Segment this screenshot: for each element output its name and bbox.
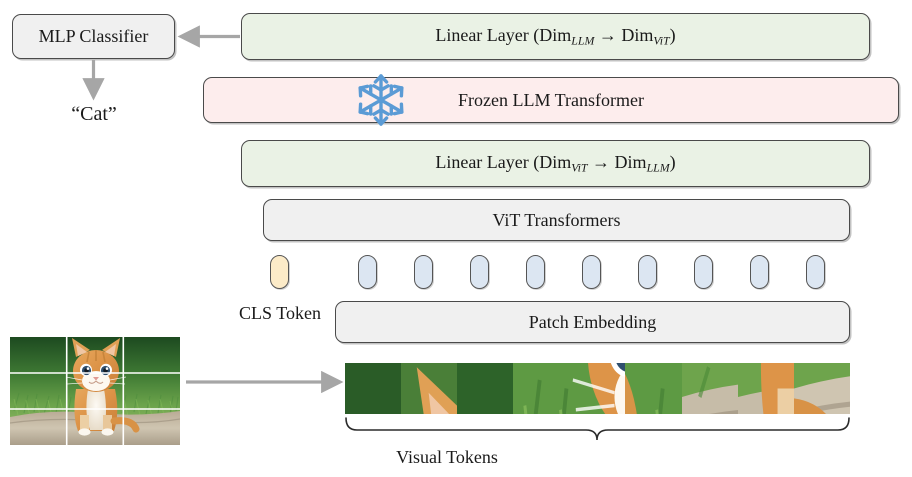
visual-token-6[interactable] — [638, 255, 657, 289]
snowflake-glyph — [358, 74, 404, 126]
visual-token-8[interactable] — [750, 255, 769, 289]
mlp-classifier-label: MLP Classifier — [38, 26, 149, 46]
vit-transformers-label: ViT Transformers — [492, 209, 621, 230]
prediction-label: “Cat” — [71, 103, 117, 125]
patch-tile-4 — [513, 363, 570, 414]
visual-token-3[interactable] — [470, 255, 489, 289]
source-image-render — [10, 337, 180, 445]
visual-tokens-label: Visual Tokens — [396, 447, 498, 467]
frozen-llm-transformer-node[interactable]: Frozen LLM Transformer — [203, 77, 899, 123]
patch-embedding-node[interactable]: Patch Embedding — [335, 301, 850, 343]
visual-token-2[interactable] — [414, 255, 433, 289]
patch-tile-1 — [345, 363, 402, 414]
linear-layer-llm-to-vit-label: Linear Layer (DimLLM → DimViT) — [435, 25, 675, 49]
lvtl-mid: → Dim — [587, 151, 647, 172]
vit-transformers-node[interactable]: ViT Transformers — [263, 199, 850, 241]
snowflake-icon — [355, 74, 407, 126]
linear-layer-vit-to-llm-label: Linear Layer (DimViT → DimLLM) — [435, 152, 675, 176]
lltv-sub1: LLM — [571, 33, 595, 48]
cls-token[interactable] — [270, 255, 289, 289]
cls-token-label: CLS Token — [239, 303, 321, 323]
source-image — [10, 337, 180, 445]
linear-layer-vit-to-llm-node[interactable]: Linear Layer (DimViT → DimLLM) — [241, 140, 870, 187]
patch-tile-9 — [793, 363, 850, 414]
mlp-classifier-node[interactable]: MLP Classifier — [12, 14, 175, 59]
lvtl-prefix: Linear Layer (Dim — [435, 151, 572, 172]
lltv-sub2: ViT — [653, 33, 670, 48]
patch-tile-8 — [737, 363, 794, 414]
patch-tile-5 — [569, 363, 626, 414]
visual-token-5[interactable] — [582, 255, 601, 289]
lltv-suffix: ) — [669, 24, 676, 45]
linear-layer-llm-to-vit-node[interactable]: Linear Layer (DimLLM → DimViT) — [241, 13, 870, 60]
visual-tokens-brace — [345, 417, 850, 441]
lvtl-sub2: LLM — [646, 160, 670, 175]
frozen-llm-label: Frozen LLM Transformer — [458, 89, 644, 110]
visual-token-7[interactable] — [694, 255, 713, 289]
visual-token-9[interactable] — [806, 255, 825, 289]
visual-token-1[interactable] — [358, 255, 377, 289]
lltv-prefix: Linear Layer (Dim — [435, 24, 572, 45]
lltv-mid: → Dim — [594, 24, 654, 45]
patch-tile-3 — [457, 363, 514, 414]
lvtl-sub1: ViT — [571, 160, 588, 175]
patch-embedding-label: Patch Embedding — [528, 311, 657, 332]
visual-patch-row — [345, 363, 850, 414]
lvtl-suffix: ) — [669, 151, 676, 172]
patch-tile-7 — [681, 363, 738, 414]
patch-tile-6 — [625, 363, 682, 414]
visual-token-4[interactable] — [526, 255, 545, 289]
patch-tile-2 — [401, 363, 458, 414]
